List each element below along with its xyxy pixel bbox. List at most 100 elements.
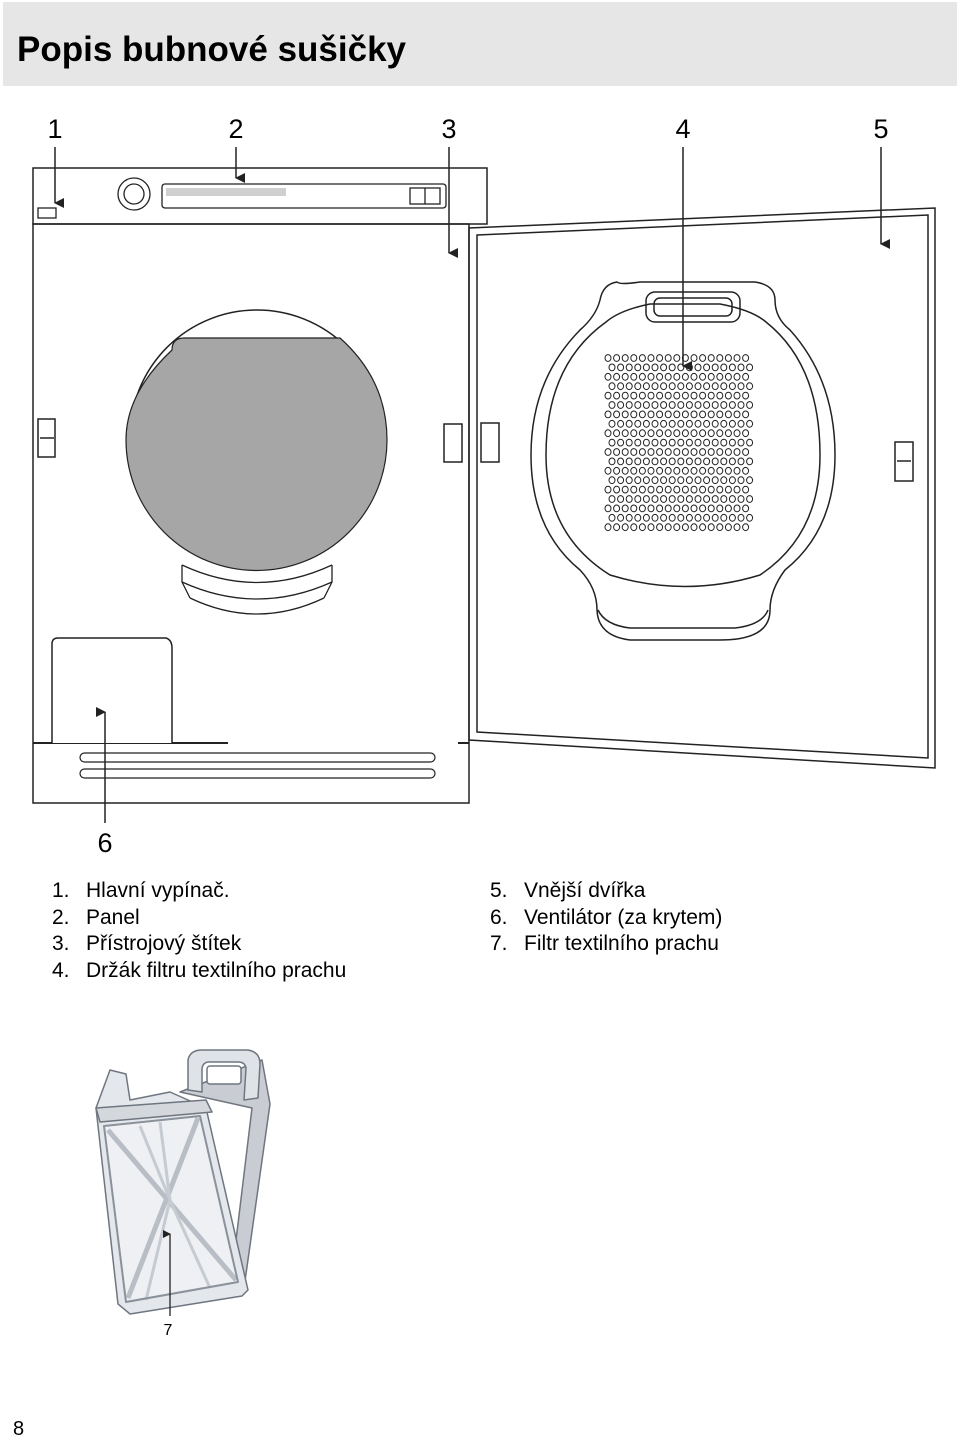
fan-cover xyxy=(51,637,173,743)
filter-hole xyxy=(742,354,750,362)
filter-hole xyxy=(634,401,642,409)
filter-hole xyxy=(664,410,672,419)
filter-hole xyxy=(673,354,681,362)
filter-hole xyxy=(685,476,693,485)
filter-hole xyxy=(625,513,633,522)
filter-hole xyxy=(613,410,621,419)
filter-hole xyxy=(690,485,698,494)
filter-hole xyxy=(694,513,702,522)
filter-hole xyxy=(638,391,646,400)
filter-hole xyxy=(703,476,711,485)
filter-hole xyxy=(668,419,676,428)
filter-hole xyxy=(707,504,715,513)
filter-hole xyxy=(625,457,633,466)
filter-hole xyxy=(681,429,689,438)
filter-hole xyxy=(642,419,650,428)
filter-hole xyxy=(634,438,642,447)
filter-hole xyxy=(720,513,728,522)
filter-hole xyxy=(647,448,655,456)
filter-hole xyxy=(677,438,685,447)
filter-hole xyxy=(604,429,612,438)
filter-hole xyxy=(724,485,732,494)
filter-hole xyxy=(630,523,638,532)
filter-hole xyxy=(677,495,685,503)
filter-hole xyxy=(642,382,650,391)
filter-hole xyxy=(733,372,741,381)
filter-hole xyxy=(673,485,681,494)
filter-hole xyxy=(634,419,642,428)
page-header: Popis bubnové sušičky xyxy=(3,2,957,86)
filter-hole xyxy=(742,429,750,438)
filter-hole xyxy=(699,410,707,419)
filter-hole xyxy=(720,401,728,409)
filter-hole xyxy=(694,419,702,428)
filter-hole xyxy=(638,448,646,456)
filter-hole xyxy=(634,457,642,466)
filter-hole xyxy=(642,438,650,447)
callout-3: 3 xyxy=(441,114,456,144)
filter-hole xyxy=(613,429,621,438)
filter-hole xyxy=(711,457,719,466)
filter-hole xyxy=(617,401,625,409)
filter-hole xyxy=(608,495,616,503)
filter-hole xyxy=(664,429,672,438)
filter-hole xyxy=(625,438,633,447)
filter-hole xyxy=(651,457,659,466)
filter-hole xyxy=(604,448,612,456)
filter-hole xyxy=(677,457,685,466)
filter-hole xyxy=(728,419,736,428)
filter-hole xyxy=(617,457,625,466)
filter-hole xyxy=(746,419,754,428)
lint-filter xyxy=(95,1049,271,1315)
filter-hole xyxy=(634,513,642,522)
filter-hole xyxy=(656,523,664,532)
filter-hole xyxy=(608,363,616,372)
filter-hole xyxy=(604,391,612,400)
filter-hole xyxy=(651,401,659,409)
filter-hole xyxy=(716,504,724,513)
filter-hole xyxy=(677,513,685,522)
filter-hole xyxy=(634,476,642,485)
filter-hole xyxy=(621,410,629,419)
filter-hole xyxy=(685,495,693,503)
filter-hole xyxy=(728,401,736,409)
filter-hole xyxy=(690,504,698,513)
filter-hole xyxy=(625,495,633,503)
filter-hole xyxy=(630,429,638,438)
filter-hole xyxy=(724,429,732,438)
filter-hole xyxy=(699,485,707,494)
filter-hole xyxy=(685,401,693,409)
callout-arrows xyxy=(54,147,890,823)
filter-hole xyxy=(728,457,736,466)
page-number: 8 xyxy=(13,1418,25,1440)
filter-hole xyxy=(642,513,650,522)
filter-hole xyxy=(716,410,724,419)
filter-hole xyxy=(703,419,711,428)
filter-hole xyxy=(647,504,655,513)
filter-hole xyxy=(720,419,728,428)
filter-hole xyxy=(716,466,724,475)
filter-hole xyxy=(690,410,698,419)
filter-hole xyxy=(711,382,719,391)
filter-hole xyxy=(621,466,629,475)
callout-7: 7 xyxy=(164,1322,173,1339)
filter-hole xyxy=(737,457,745,466)
filter-hole xyxy=(651,363,659,372)
filter-hole xyxy=(668,476,676,485)
filter-hole xyxy=(716,429,724,438)
filter-hole xyxy=(707,485,715,494)
filter-hole xyxy=(724,391,732,400)
filter-hole xyxy=(724,372,732,381)
filter-hole xyxy=(724,354,732,362)
filter-hole xyxy=(746,457,754,466)
filter-hole xyxy=(707,372,715,381)
filter-hole xyxy=(673,523,681,532)
filter-hole xyxy=(647,391,655,400)
filter-hole xyxy=(656,429,664,438)
legend-item: 7.Filtr textilního prachu xyxy=(490,932,719,955)
filter-hole xyxy=(664,448,672,456)
filter-hole xyxy=(660,438,668,447)
filter-hole xyxy=(685,363,693,372)
filter-hole xyxy=(630,466,638,475)
filter-hole xyxy=(625,476,633,485)
